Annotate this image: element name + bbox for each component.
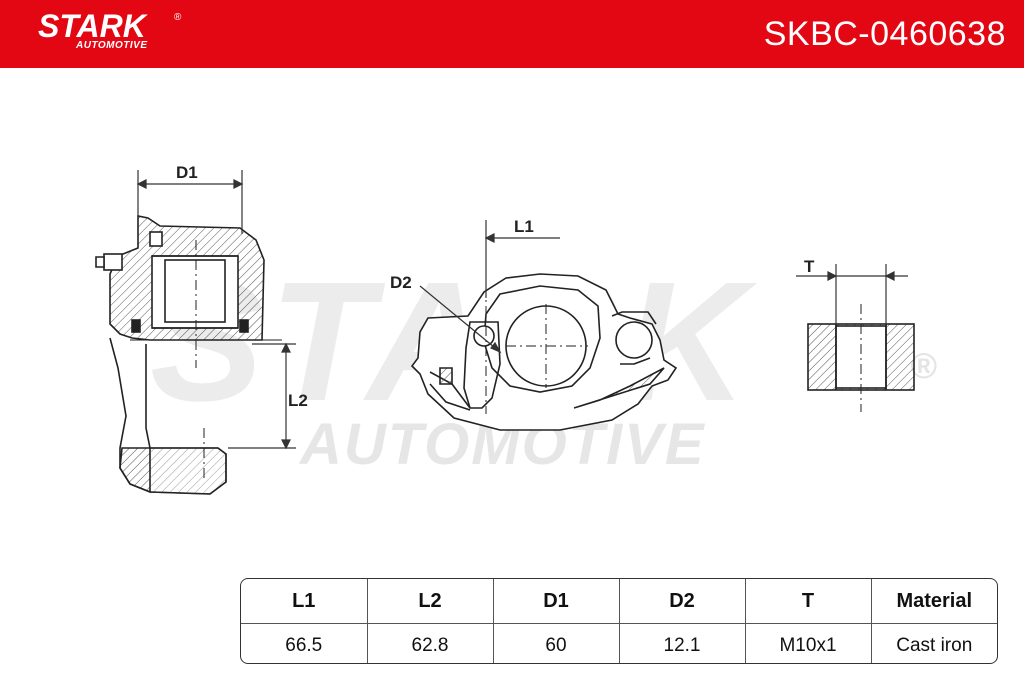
- header-bar: STARK ® AUTOMOTIVE SKBC-0460638: [0, 0, 1024, 68]
- header-t: T: [745, 579, 872, 624]
- label-l2: L2: [288, 391, 308, 410]
- dimension-d2: [419, 285, 502, 354]
- value-d1: 60: [493, 623, 620, 663]
- logo-brand: STARK: [38, 8, 146, 44]
- value-material: Cast iron: [896, 635, 973, 656]
- dimension-l1: [484, 220, 560, 298]
- value-l1: 66.5: [241, 623, 368, 663]
- label-t: T: [804, 257, 815, 276]
- label-l1: L1: [514, 217, 534, 236]
- dimension-d1: [136, 170, 244, 234]
- header-d1: D1: [493, 579, 620, 624]
- logo-registered-mark: ®: [174, 12, 182, 23]
- logo-subtitle: AUTOMOTIVE: [76, 40, 148, 51]
- thread-section: [807, 304, 915, 412]
- table-header-row: L1 L2 D1 D2 T Material: [241, 579, 997, 624]
- header-l2: L2: [367, 579, 494, 624]
- stark-logo: STARK ® AUTOMOTIVE: [38, 8, 188, 60]
- value-t: M10x1: [745, 623, 872, 663]
- caliper-side-section: [95, 215, 282, 495]
- caliper-front-view: [410, 226, 678, 431]
- value-l2: 62.8: [367, 623, 494, 663]
- part-number: SKBC-0460638: [763, 15, 1006, 53]
- value-d2: 12.1: [619, 623, 746, 663]
- dimension-l2: [228, 342, 296, 450]
- header-l1: L1: [241, 579, 368, 624]
- header-d2: D2: [619, 579, 746, 624]
- technical-drawing: STARK ® AUTOMOTIVE D1: [95, 163, 937, 495]
- specification-table: L1 L2 D1 D2 T Material 66.5 62.8 60 12.1…: [240, 578, 998, 664]
- label-d1: D1: [176, 163, 198, 182]
- label-d2: D2: [390, 273, 412, 292]
- dimension-t: [796, 264, 908, 324]
- table-row: 66.5 62.8 60 12.1 M10x1 Cast iron: [241, 623, 997, 663]
- header-material: Material: [871, 579, 997, 624]
